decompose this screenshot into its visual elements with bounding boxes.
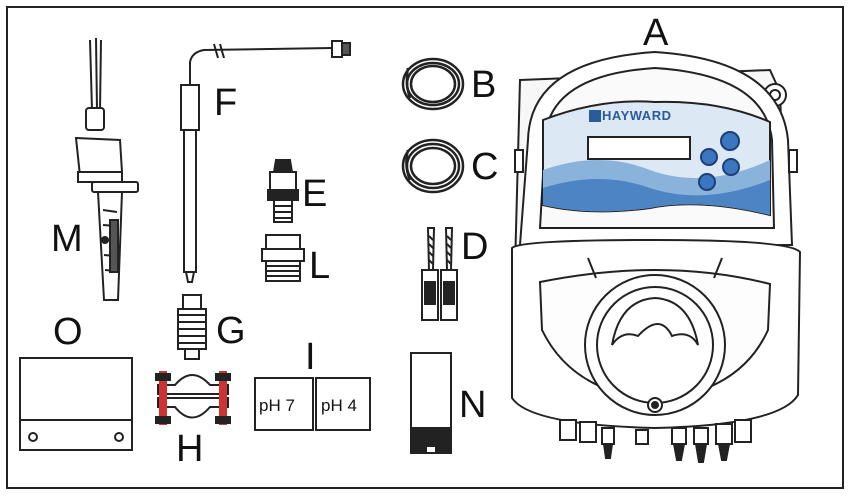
part-g-fitting <box>177 294 207 360</box>
label-f: F <box>214 82 238 124</box>
part-h-pipe-clamp <box>155 371 231 425</box>
part-o-mounting-plate <box>19 357 133 451</box>
part-n-foot-filter <box>410 352 452 454</box>
part-d-screws-anchors <box>421 227 458 321</box>
part-f-ph-probe <box>180 40 351 283</box>
label-b: B <box>471 64 497 106</box>
label-l: L <box>309 245 331 287</box>
label-a: A <box>643 12 669 54</box>
part-m-probe-holder <box>74 37 139 301</box>
part-l-fitting <box>261 234 305 282</box>
label-m: M <box>51 218 83 260</box>
hayward-logo-text: HAYWARD <box>602 108 672 123</box>
label-e: E <box>302 173 328 215</box>
label-c: C <box>471 146 499 188</box>
buffer-ph4-label: pH 4 <box>321 396 357 415</box>
label-g: G <box>216 310 246 352</box>
label-i: I <box>305 336 316 378</box>
part-b-tube-coil <box>401 57 465 111</box>
pump-bottom-fittings <box>559 419 752 463</box>
part-e-injection-valve <box>267 159 299 223</box>
label-h: H <box>176 428 204 470</box>
part-a-dosing-pump <box>510 50 802 463</box>
label-o: O <box>53 311 83 353</box>
label-d: D <box>461 226 489 268</box>
label-n: N <box>459 384 487 426</box>
part-i-buffer-sachets <box>254 377 371 431</box>
part-c-tube-coil <box>401 138 465 194</box>
buffer-ph7-label: pH 7 <box>259 396 295 415</box>
